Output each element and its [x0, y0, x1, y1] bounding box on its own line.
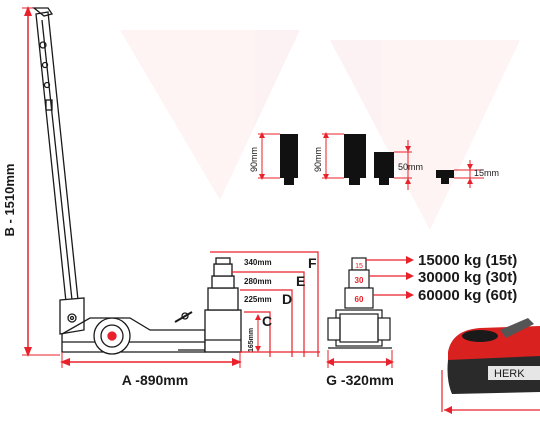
saddle-pad-a: 90mm — [249, 132, 298, 185]
brand-text: HERK — [494, 368, 525, 380]
stage-height-225: 225mm — [244, 295, 272, 304]
capacity-60t: 60000 kg (60t) — [418, 287, 517, 304]
marker-E: E — [296, 273, 305, 289]
length-dimension: A -890mm — [60, 352, 242, 388]
marker-F: F — [308, 255, 317, 271]
capacity-30t: 30000 kg (30t) — [418, 269, 517, 286]
height-dimension: B - 1510mm — [2, 6, 60, 357]
product-photo: HERK — [448, 318, 540, 394]
stage-height-165: 165mm — [248, 328, 255, 352]
cylinder-tag-30: 30 — [355, 276, 364, 285]
pad-a-height: 90mm — [249, 147, 259, 172]
stage-height-340: 340mm — [244, 258, 272, 267]
width-label: G -320mm — [326, 372, 394, 388]
length-label: A -890mm — [122, 372, 188, 388]
saddle-pad-b: 90mm — [313, 132, 366, 185]
pad-b-height: 90mm — [313, 147, 323, 172]
stage-height-280: 280mm — [244, 277, 272, 286]
marker-D: D — [282, 291, 292, 307]
cylinder-tag-60: 60 — [355, 295, 364, 304]
background-watermark — [120, 30, 520, 230]
height-label: B - 1510mm — [2, 164, 17, 237]
marker-C: C — [262, 313, 272, 329]
cylinder-tag-15: 15 — [355, 263, 363, 270]
pad-d-height: 15mm — [474, 168, 499, 178]
capacity-15t: 15000 kg (15t) — [418, 252, 517, 269]
width-dimension: G -320mm — [326, 350, 394, 388]
pad-c-height: 50mm — [398, 162, 423, 172]
